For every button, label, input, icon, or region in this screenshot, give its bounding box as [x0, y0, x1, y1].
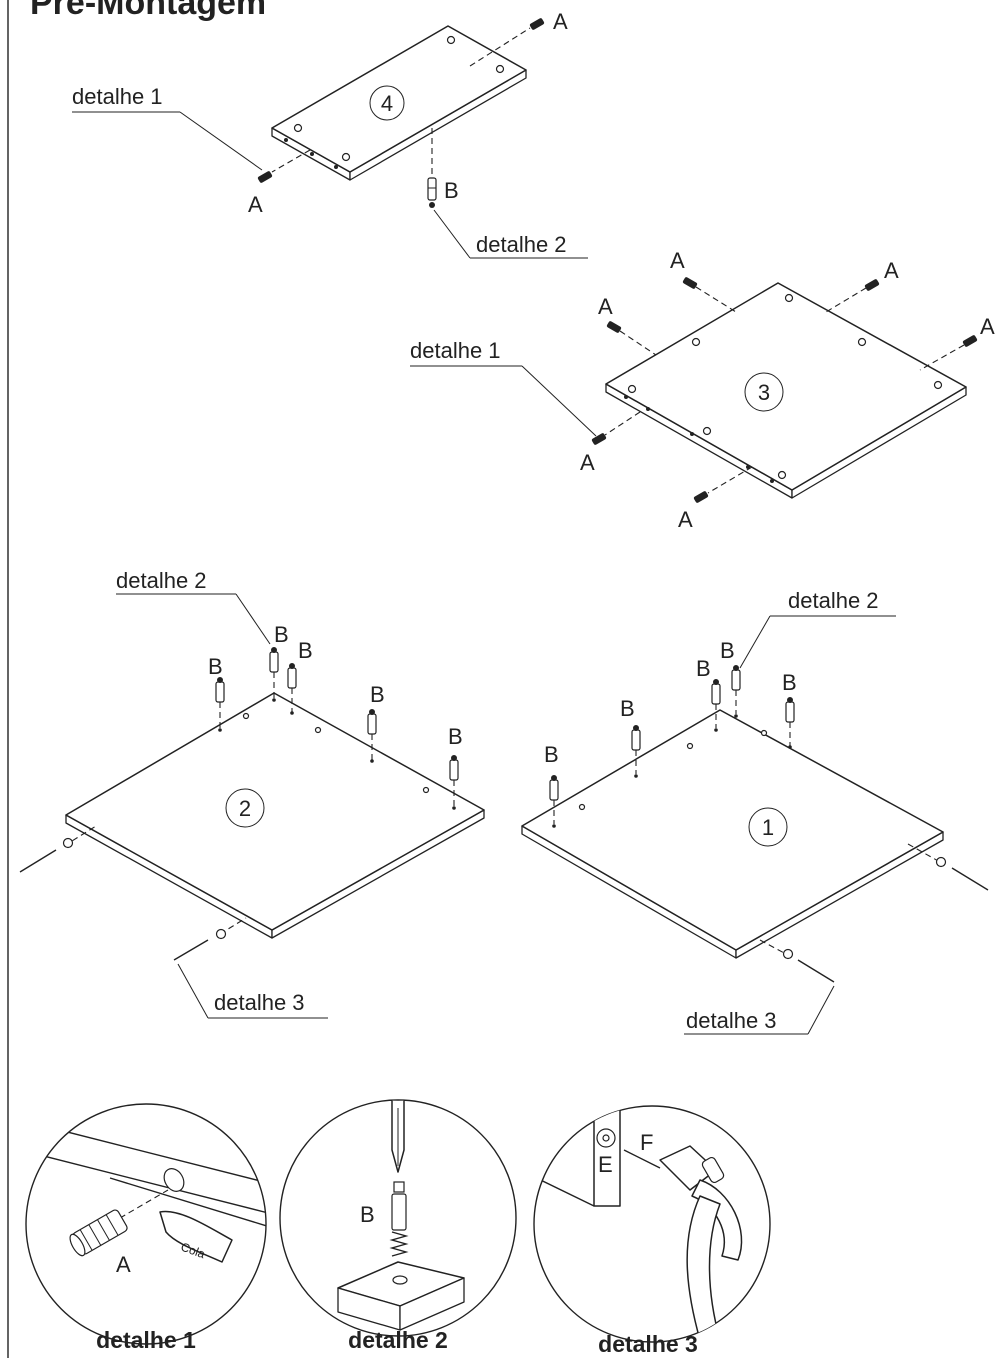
cam-bolt-b-icon — [449, 755, 459, 781]
panel-2-number: 2 — [239, 796, 251, 821]
label-a: A — [598, 294, 613, 319]
cam-bolt-b-icon — [427, 177, 437, 208]
cam-lock-e-icon — [935, 856, 947, 868]
panel-2-number-circle — [225, 788, 265, 828]
dowel-a-icon — [962, 335, 978, 347]
cam-bolt-b-icon — [287, 663, 297, 689]
nail-f-icon — [623, 1149, 661, 1169]
dowel-a-icon — [591, 433, 607, 445]
detail-1-callout: detalhe 1 — [410, 338, 501, 363]
label-f: F — [640, 1130, 653, 1155]
detail-2-caption: detalhe 2 — [348, 1327, 448, 1353]
panel-4: 4 — [271, 25, 527, 181]
cam-bolt-b-icon — [549, 775, 559, 801]
nail-f-icon — [951, 867, 989, 891]
cam-lock-e-icon — [215, 928, 227, 940]
label-a: A — [884, 258, 899, 283]
label-a: A — [248, 192, 263, 217]
dowel-a-icon — [529, 18, 545, 30]
label-b: B — [360, 1202, 375, 1227]
label-b: B — [274, 622, 289, 647]
cam-bolt-b-icon — [731, 665, 741, 691]
label-b: B — [444, 178, 459, 203]
label-a: A — [670, 248, 685, 273]
panel-4-number: 4 — [381, 91, 393, 116]
detail-1-circle: Cola A — [25, 1103, 267, 1345]
label-a: A — [678, 507, 693, 532]
label-b: B — [544, 742, 559, 767]
nail-f-icon — [19, 849, 57, 873]
panel-4-number-circle — [369, 85, 405, 121]
panel-2: 2 — [65, 692, 485, 939]
label-b: B — [370, 682, 385, 707]
detail-2-callout: detalhe 2 — [476, 232, 567, 257]
dowel-a-icon — [693, 491, 709, 503]
detail-3-callout: detalhe 3 — [686, 1008, 777, 1033]
hammer-icon — [659, 1145, 743, 1341]
nail-f-icon — [797, 959, 835, 983]
dowel-a-icon — [257, 171, 273, 183]
detail-3-caption: detalhe 3 — [598, 1331, 698, 1357]
cam-bolt-b-icon — [393, 1181, 405, 1193]
cam-bolt-b-icon — [367, 709, 377, 735]
cam-bolt-b-icon — [269, 647, 279, 673]
label-a: A — [980, 314, 995, 339]
cam-bolt-b-icon — [631, 725, 641, 751]
panel-1-number: 1 — [762, 815, 774, 840]
label-a: A — [580, 450, 595, 475]
cam-bolt-b-icon — [215, 677, 225, 703]
nail-f-icon — [173, 939, 209, 961]
detail-1-callout: detalhe 1 — [72, 84, 163, 109]
label-b: B — [720, 638, 735, 663]
cam-bolt-b-icon — [785, 697, 795, 723]
cam-lock-e-icon — [62, 837, 74, 849]
detail-1-caption: detalhe 1 — [96, 1327, 196, 1353]
label-a: A — [116, 1252, 131, 1277]
label-b: B — [620, 696, 635, 721]
dowel-a-icon — [864, 279, 880, 291]
detail-2-callout: detalhe 2 — [116, 568, 207, 593]
glue-bottle-icon: Cola — [159, 1210, 233, 1263]
label-e: E — [598, 1152, 613, 1177]
page-title: Pré-Montagem — [30, 0, 266, 22]
detail-3-circle: E F — [533, 1105, 771, 1343]
panel-3-number: 3 — [758, 380, 770, 405]
label-b: B — [208, 654, 223, 679]
cam-lock-e-icon — [782, 948, 794, 960]
label-b: B — [298, 638, 313, 663]
panel-1-number-circle — [748, 807, 788, 847]
cam-bolt-b-icon — [711, 679, 721, 705]
label-b: B — [782, 670, 797, 695]
label-b: B — [696, 656, 711, 681]
dowel-a-icon — [69, 1209, 128, 1257]
label-a: A — [553, 9, 568, 34]
panel-1: 1 — [521, 709, 944, 959]
dowel-a-icon — [682, 277, 698, 289]
dowel-a-icon — [606, 321, 622, 333]
detail-3-callout: detalhe 3 — [214, 990, 305, 1015]
label-b: B — [448, 724, 463, 749]
panel-3: 3 — [605, 282, 967, 499]
panel-3-number-circle — [744, 372, 784, 412]
detail-2-circle: B — [279, 1099, 517, 1337]
detail-2-callout: detalhe 2 — [788, 588, 879, 613]
